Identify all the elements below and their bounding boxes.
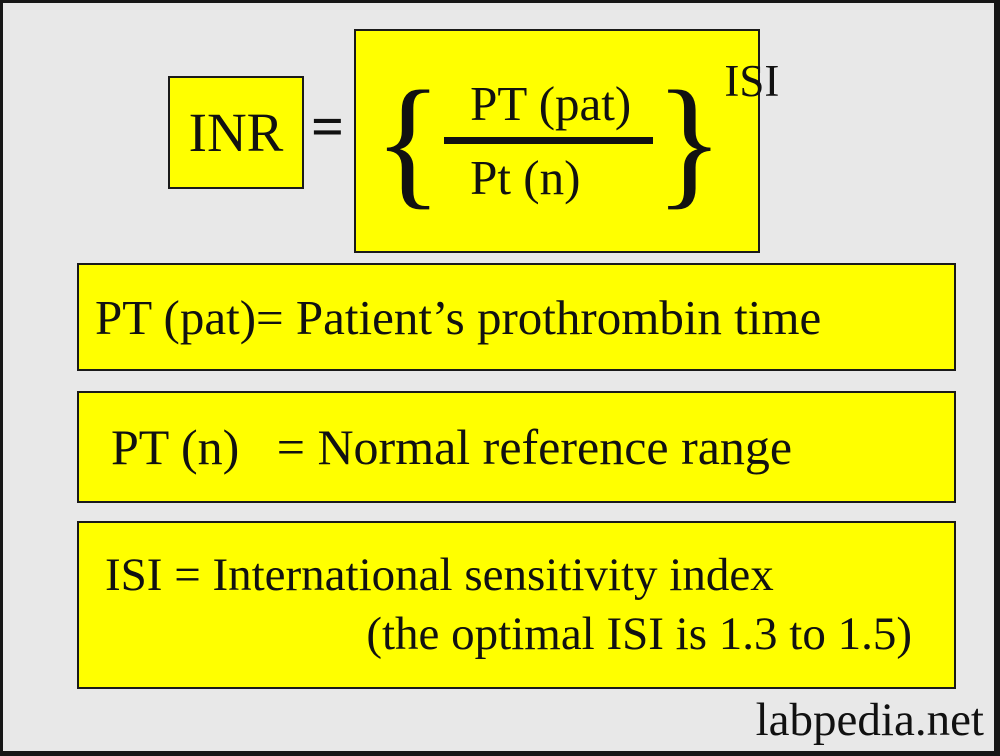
- formula-box: { PT (pat) Pt (n) } ISI: [354, 29, 779, 253]
- fraction-denominator: Pt (n): [470, 149, 581, 205]
- exponent-isi: ISI: [724, 56, 780, 106]
- close-brace: }: [655, 60, 724, 222]
- inr-box: INR: [168, 76, 304, 189]
- fraction-numerator: PT (pat): [470, 75, 632, 131]
- definition-isi-line1: ISI = International sensitivity index: [105, 549, 774, 602]
- definition-box-pt-n: PT (n) = Normal reference range: [77, 391, 956, 503]
- watermark-text: labpedia.net: [755, 694, 984, 746]
- definition-box-isi: ISI = International sensitivity index (t…: [77, 521, 956, 689]
- fraction-line: [444, 136, 654, 144]
- inr-label: INR: [188, 102, 284, 163]
- open-brace: {: [374, 60, 443, 222]
- definition-pt-pat-text: PT (pat)= Patient’s prothrombin time: [95, 289, 822, 345]
- definition-box-pt-pat: PT (pat)= Patient’s prothrombin time: [77, 263, 956, 371]
- definition-isi-line2: (the optimal ISI is 1.3 to 1.5): [366, 608, 912, 660]
- definition-pt-n-text: PT (n) = Normal reference range: [111, 419, 793, 475]
- fraction: PT (pat) Pt (n): [444, 75, 654, 205]
- equals-sign: =: [311, 94, 345, 159]
